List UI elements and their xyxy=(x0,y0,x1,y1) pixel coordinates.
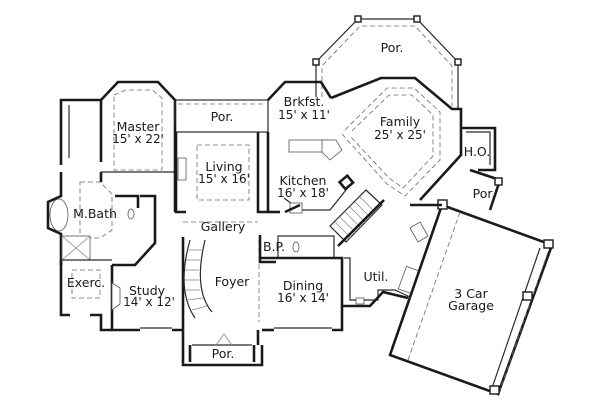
home-office-walls xyxy=(461,126,503,211)
label-porch-top: Por. xyxy=(381,40,404,55)
label-porch-rear: Por. xyxy=(211,109,234,124)
label-brkfst: Brkfst. xyxy=(284,94,325,109)
label-family: Family xyxy=(380,114,421,129)
label-util: Util. xyxy=(364,269,389,284)
room-labels: Por. Master 15' x 22' Por. Brkfst. 15' x… xyxy=(67,40,496,361)
label-porch-side: Por. xyxy=(473,186,496,201)
porch-front-walls xyxy=(181,333,264,367)
label-exerc: Exerc. xyxy=(67,275,105,290)
dims-master: 15' x 22' xyxy=(112,132,164,146)
family-room-walls xyxy=(330,76,463,201)
label-foyer: Foyer xyxy=(215,274,250,289)
label-study: Study xyxy=(129,283,166,298)
main-wall-lines xyxy=(99,122,442,214)
kitchen-counters xyxy=(283,139,355,214)
curved-stair-treads xyxy=(185,249,208,311)
dims-brkfst: 15' x 11' xyxy=(278,108,330,122)
master-bath-walls xyxy=(46,172,157,267)
dims-living: 15' x 16' xyxy=(198,172,250,186)
label-kitchen: Kitchen xyxy=(280,173,327,188)
garage-walls xyxy=(388,199,554,396)
label-bp: B.P. xyxy=(263,239,285,254)
label-master: Master xyxy=(117,119,161,134)
exercise-walls xyxy=(59,259,112,332)
label-garage-line2: Garage xyxy=(448,298,494,313)
utility-walls xyxy=(342,221,429,308)
dims-study: 14' x 12' xyxy=(123,295,175,309)
dims-dining: 16' x 14' xyxy=(277,291,329,305)
label-gallery: Gallery xyxy=(201,219,246,234)
label-living: Living xyxy=(205,159,242,174)
label-garage-line1: 3 Car xyxy=(454,286,488,301)
label-dining: Dining xyxy=(283,278,323,293)
dims-family: 25' x 25' xyxy=(374,128,426,142)
label-master-bath: M.Bath xyxy=(73,206,117,221)
foyer-walls xyxy=(181,221,260,345)
porch-top-structure xyxy=(312,15,462,108)
dining-walls xyxy=(258,235,344,332)
label-porch-front: Por. xyxy=(212,346,235,361)
living-walls xyxy=(174,80,333,214)
rear-stairs xyxy=(329,189,385,247)
dims-kitchen: 16' x 18' xyxy=(277,186,329,200)
label-home-office: H.O. xyxy=(464,144,490,159)
